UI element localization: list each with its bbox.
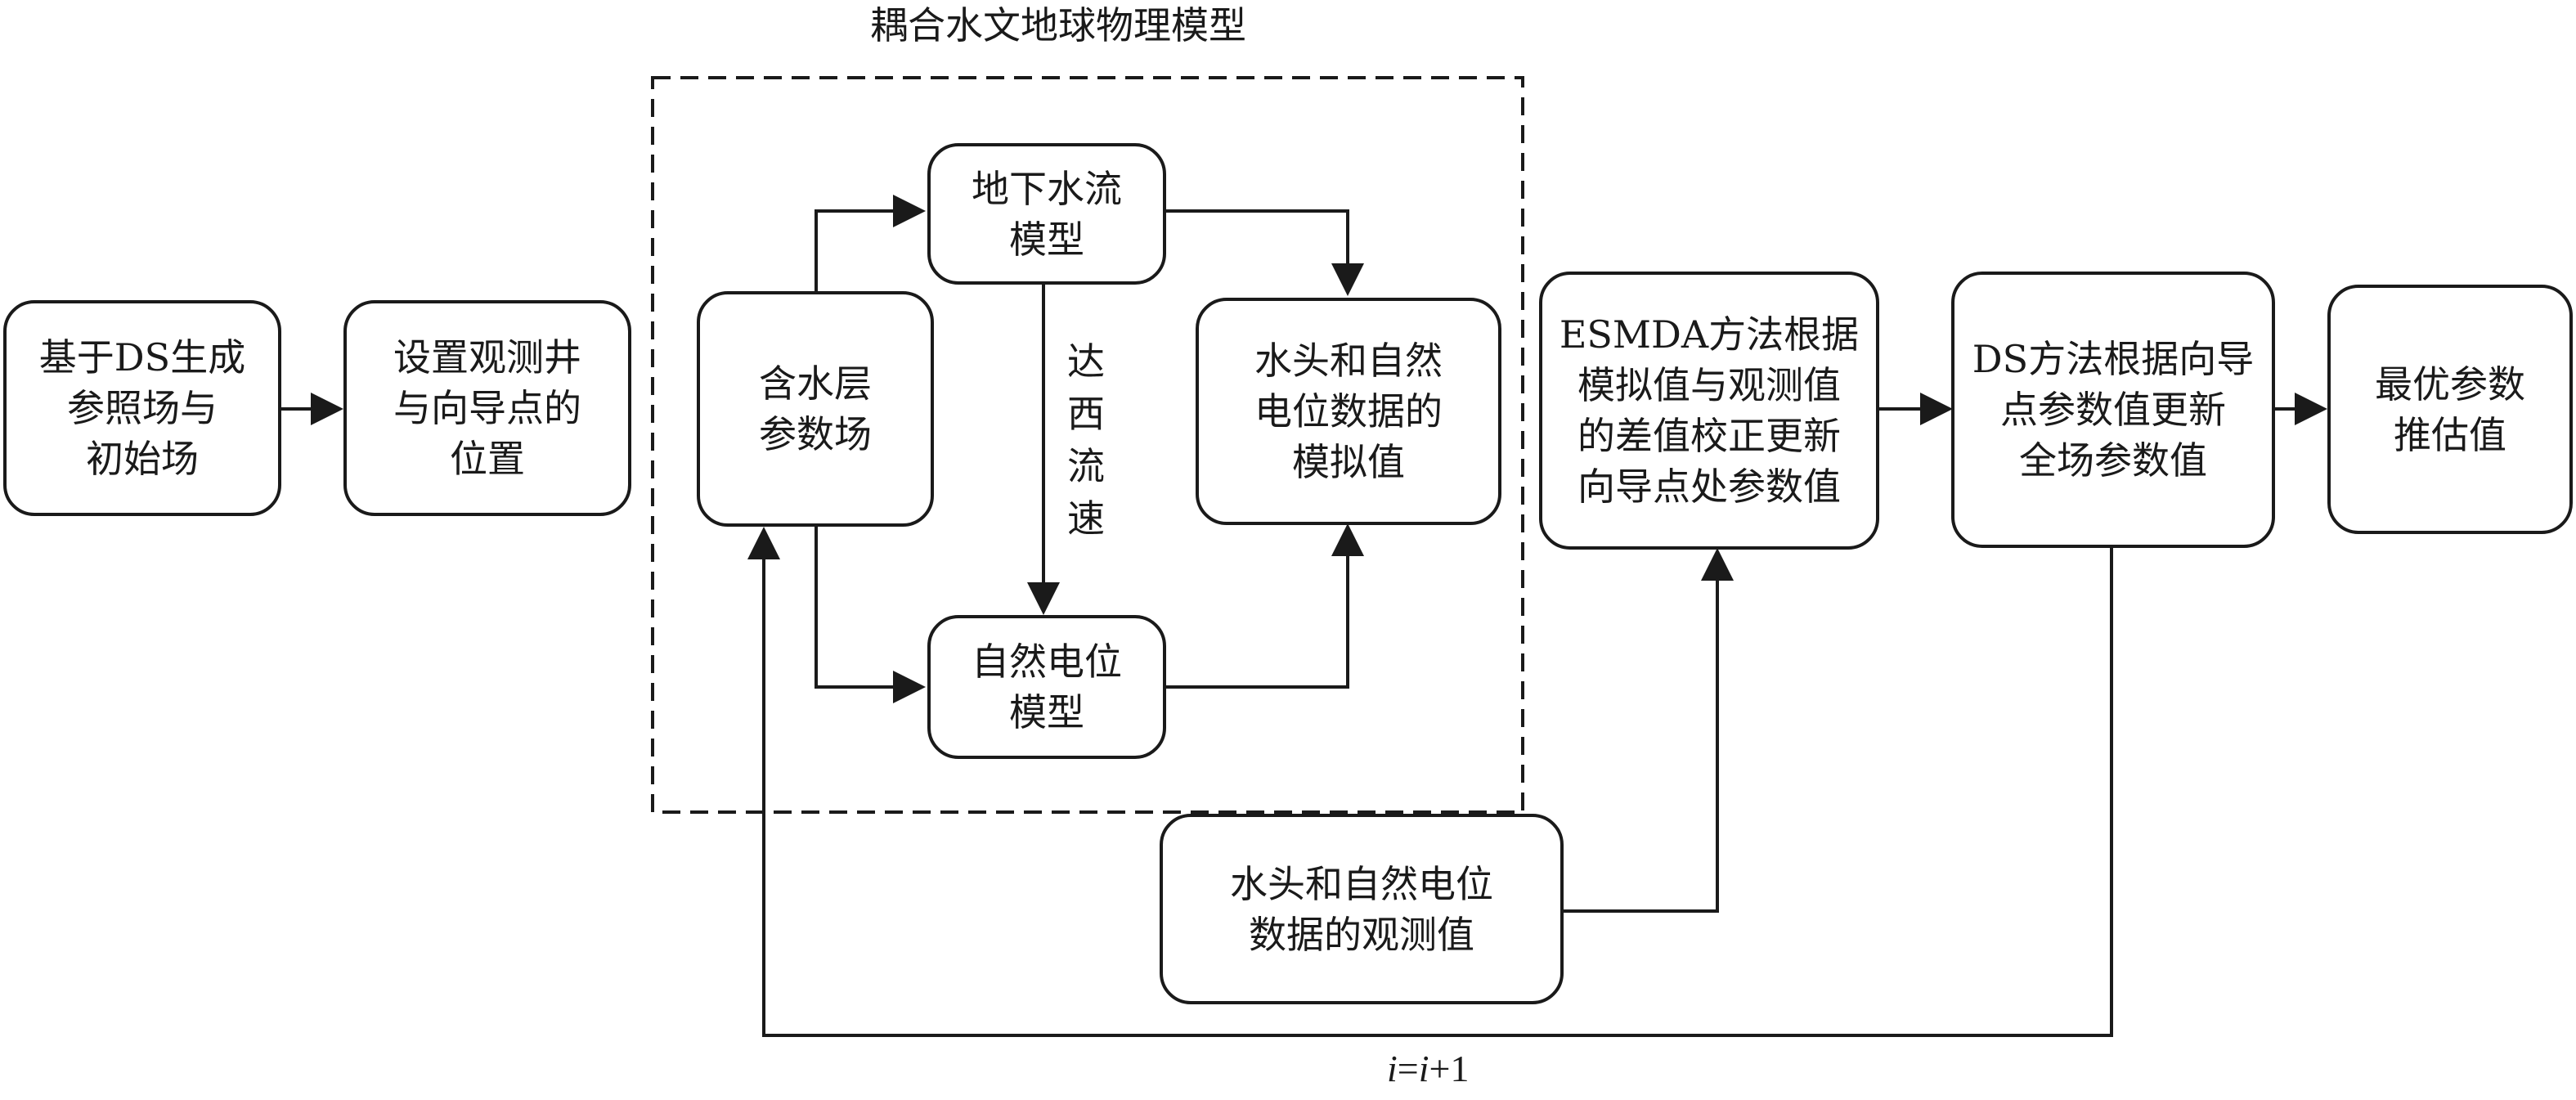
sp-model-box: 自然电位 模型	[927, 615, 1166, 759]
coupled-model-boundary	[651, 76, 1524, 814]
sim-values-box: 水头和自然 电位数据的 模拟值	[1196, 298, 1501, 525]
arrow-aquifer-to-gw-model	[815, 195, 926, 291]
arrow-gw-to-sim	[1166, 209, 1364, 296]
iteration-label: i=i+1	[1387, 1047, 1469, 1090]
esmda-box: ESMDA方法根据 模拟值与观测值 的差值校正更新 向导点处参数值	[1539, 272, 1879, 550]
ds-init-box: 基于DS生成 参照场与 初始场	[3, 300, 281, 516]
obs-setup-box: 设置观测井 与向导点的 位置	[343, 300, 631, 516]
ds-update-box: DS方法根据向导 点参数值更新 全场参数值	[1951, 272, 2275, 548]
arrow-iteration-loop	[747, 527, 2113, 1037]
optimal-box: 最优参数 推估值	[2327, 285, 2573, 534]
arrow-sp-to-sim	[1166, 523, 1364, 689]
obs-values-box: 水头和自然电位 数据的观测值	[1160, 814, 1564, 1004]
iter-var-i-2: i	[1418, 1048, 1429, 1089]
arrow-aquifer-to-sp-model	[815, 525, 926, 703]
coupled-model-title: 耦合水文地球物理模型	[870, 3, 1246, 47]
aquifer-box: 含水层 参数场	[697, 291, 934, 527]
darcy-velocity-label: 达 西 流 速	[1067, 339, 1105, 541]
gw-model-box: 地下水流 模型	[927, 143, 1166, 285]
arrow-obs-to-esmda	[1564, 548, 1734, 913]
iter-plus-one: +1	[1429, 1048, 1470, 1089]
iter-equals: =	[1397, 1048, 1419, 1089]
iter-var-i: i	[1387, 1048, 1398, 1089]
